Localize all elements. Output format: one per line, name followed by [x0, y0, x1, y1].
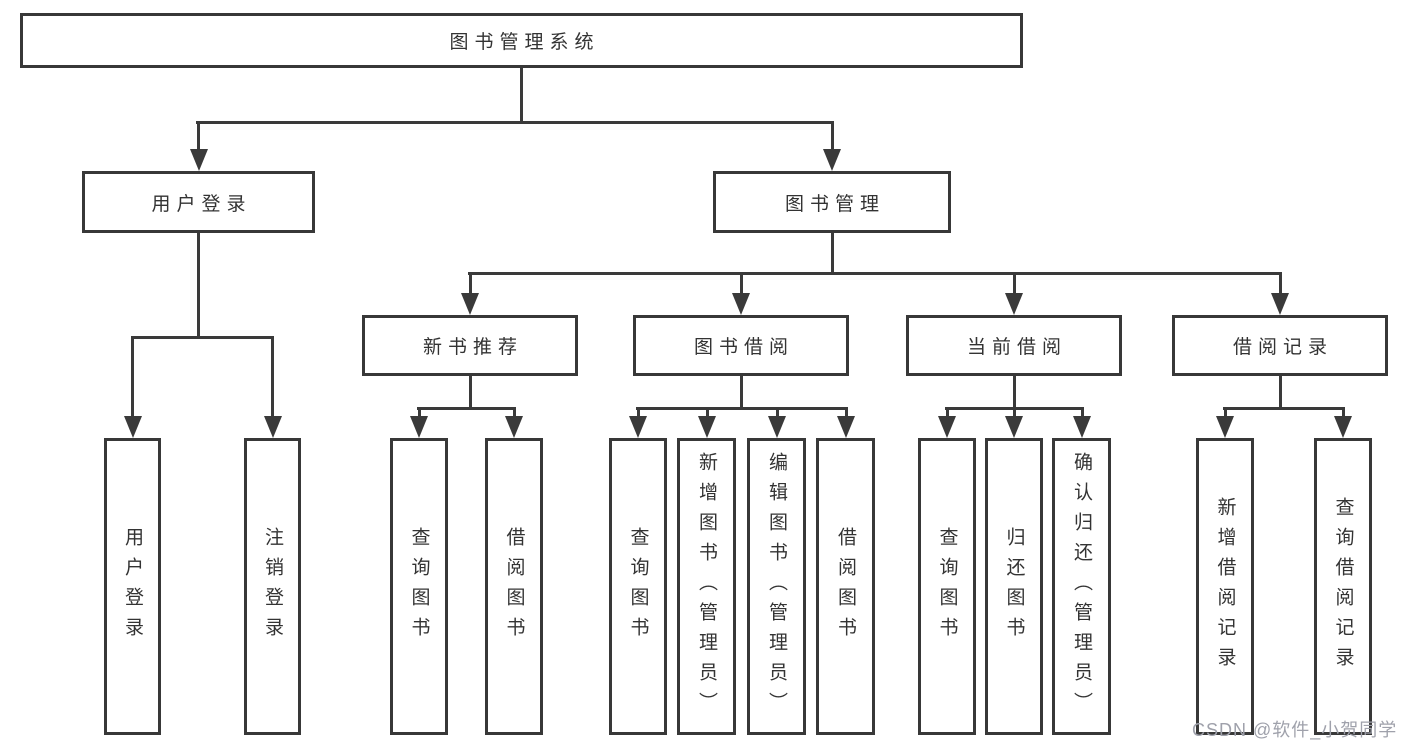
- connector: [131, 336, 274, 339]
- csdn-watermark: CSDN @软件_小贺同学: [1192, 720, 1398, 740]
- connector: [1013, 376, 1016, 410]
- node-user-login-label: 用户登录: [151, 193, 252, 215]
- connector: [469, 376, 472, 410]
- connector: [831, 233, 834, 275]
- leaf-edit-book-admin-label: 编辑图书（管理员）: [766, 451, 787, 722]
- arrowhead: [410, 416, 428, 438]
- leaf-query-books-current-label: 查询图书: [936, 526, 958, 647]
- node-user-login: 用户登录: [82, 171, 315, 233]
- connector: [469, 272, 472, 295]
- leaf-user-login: 用户登录: [104, 438, 161, 735]
- leaf-add-book-admin: 新增图书（管理员）: [677, 438, 736, 735]
- connector: [706, 407, 709, 418]
- leaf-edit-book-admin: 编辑图书（管理员）: [747, 438, 806, 735]
- arrowhead: [461, 293, 479, 315]
- arrowhead: [629, 416, 647, 438]
- node-borrowing-records-label: 借阅记录: [1232, 337, 1333, 358]
- node-book-management: 图书管理: [713, 171, 951, 233]
- connector: [417, 407, 516, 410]
- node-book-borrowing-label: 图书借阅: [693, 337, 794, 358]
- arrowhead: [1005, 293, 1023, 315]
- arrowhead: [1005, 416, 1023, 438]
- node-library-management-system-label: 图书管理系统: [449, 32, 600, 53]
- arrowhead: [823, 149, 841, 171]
- leaf-query-books-recommend: 查询图书: [390, 438, 448, 735]
- connector: [946, 407, 949, 418]
- connector: [197, 233, 200, 339]
- leaf-add-borrow-record: 新增借阅记录: [1196, 438, 1254, 735]
- connector: [1342, 407, 1345, 418]
- connector: [131, 336, 134, 418]
- leaf-query-books-borrow-label: 查询图书: [627, 526, 649, 647]
- connector: [520, 68, 523, 124]
- leaf-query-books-current: 查询图书: [918, 438, 976, 735]
- arrowhead: [698, 416, 716, 438]
- connector: [418, 407, 421, 418]
- arrowhead: [1216, 416, 1234, 438]
- arrowhead: [1073, 416, 1091, 438]
- node-current-borrowing: 当前借阅: [906, 315, 1122, 376]
- leaf-add-book-admin-label: 新增图书（管理员）: [696, 451, 717, 722]
- arrowhead: [505, 416, 523, 438]
- connector: [1279, 376, 1282, 410]
- node-new-book-recommendation-label: 新书推荐: [422, 337, 523, 358]
- connector: [740, 272, 743, 295]
- connector: [776, 407, 779, 418]
- node-library-management-system: 图书管理系统: [20, 13, 1023, 68]
- node-current-borrowing-label: 当前借阅: [966, 337, 1067, 358]
- leaf-borrow-books: 借阅图书: [816, 438, 875, 735]
- connector: [1279, 272, 1282, 295]
- node-book-borrowing: 图书借阅: [633, 315, 849, 376]
- leaf-logout-label: 注销登录: [262, 526, 283, 647]
- leaf-confirm-return-admin-label: 确认归还（管理员）: [1071, 451, 1092, 722]
- leaf-confirm-return-admin: 确认归还（管理员）: [1052, 438, 1111, 735]
- arrowhead: [190, 149, 208, 171]
- leaf-query-books-borrow: 查询图书: [609, 438, 667, 735]
- arrowhead: [732, 293, 750, 315]
- connector: [1013, 272, 1016, 295]
- leaf-query-borrow-record-label: 查询借阅记录: [1332, 496, 1354, 677]
- arrowhead: [768, 416, 786, 438]
- leaf-borrow-books-label: 借阅图书: [835, 526, 856, 647]
- leaf-return-book-label: 归还图书: [1003, 526, 1025, 647]
- leaf-query-books-recommend-label: 查询图书: [408, 526, 430, 647]
- connector: [513, 407, 516, 418]
- node-new-book-recommendation: 新书推荐: [362, 315, 578, 376]
- connector: [468, 272, 1282, 275]
- connector: [1013, 407, 1016, 418]
- leaf-borrow-books-recommend: 借阅图书: [485, 438, 543, 735]
- connector: [1081, 407, 1084, 418]
- arrowhead: [1271, 293, 1289, 315]
- leaf-query-borrow-record: 查询借阅记录: [1314, 438, 1372, 735]
- connector: [831, 121, 834, 151]
- connector: [197, 121, 200, 151]
- arrowhead: [1334, 416, 1352, 438]
- connector: [637, 407, 640, 418]
- leaf-user-login-label: 用户登录: [122, 526, 143, 647]
- arrowhead: [264, 416, 282, 438]
- arrowhead: [938, 416, 956, 438]
- connector: [196, 121, 834, 124]
- connector: [1224, 407, 1227, 418]
- arrowhead: [124, 416, 142, 438]
- connector: [636, 407, 848, 410]
- connector: [271, 336, 274, 418]
- leaf-return-book: 归还图书: [985, 438, 1043, 735]
- arrowhead: [837, 416, 855, 438]
- leaf-add-borrow-record-label: 新增借阅记录: [1214, 496, 1236, 677]
- connector: [740, 376, 743, 410]
- connector: [845, 407, 848, 418]
- leaf-logout: 注销登录: [244, 438, 301, 735]
- leaf-borrow-books-recommend-label: 借阅图书: [503, 526, 525, 647]
- connector: [1223, 407, 1345, 410]
- node-borrowing-records: 借阅记录: [1172, 315, 1388, 376]
- node-book-management-label: 图书管理: [784, 193, 885, 215]
